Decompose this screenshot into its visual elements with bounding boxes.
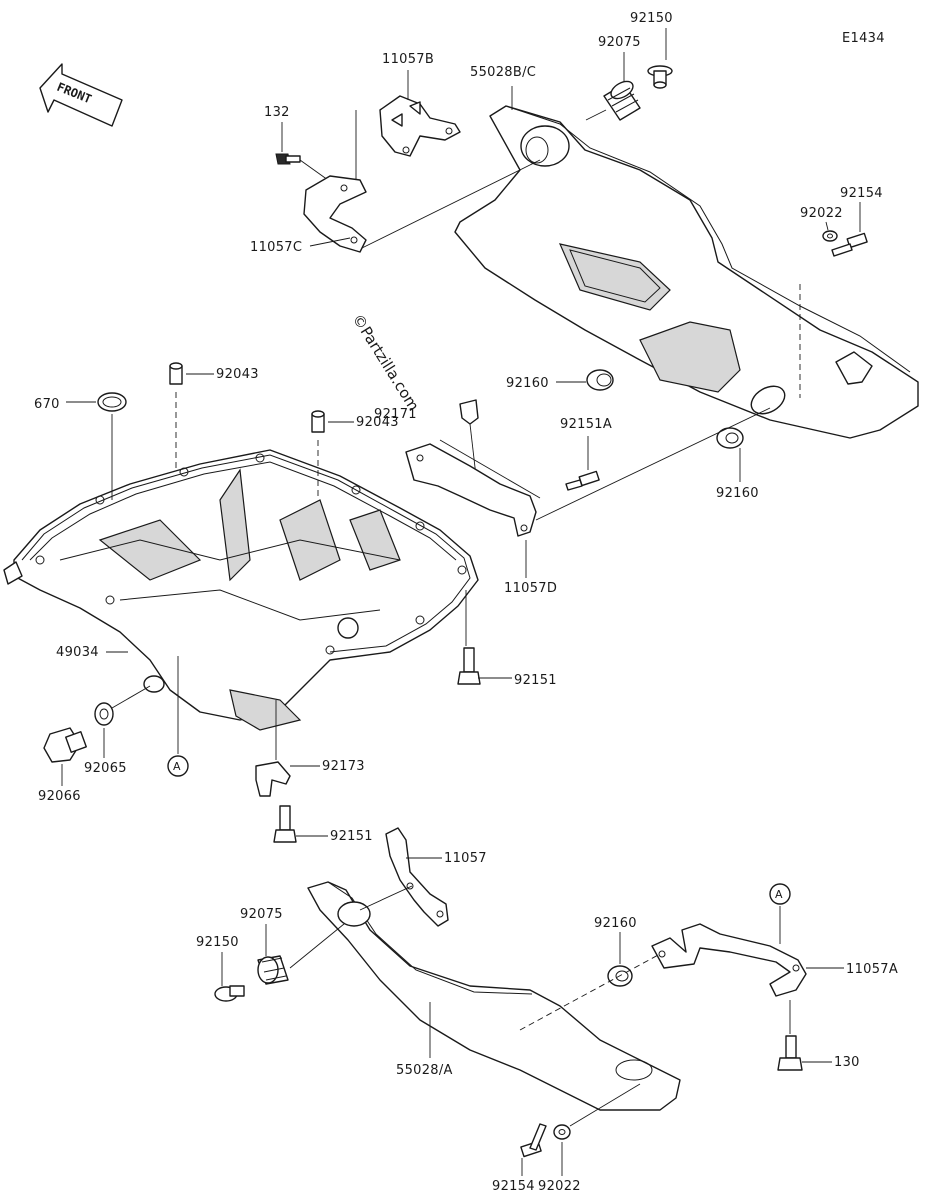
watermark: ©Partzilla.com: [349, 311, 423, 415]
label-670: 670: [34, 397, 60, 412]
bracket-11057b[interactable]: [379, 95, 461, 157]
label-92154-top: 92154: [840, 186, 883, 201]
oil-pan-49034[interactable]: [3, 449, 479, 731]
label-92171: 92171: [374, 407, 417, 422]
bolt-92154-top[interactable]: [831, 232, 868, 257]
washer-92022-low[interactable]: [553, 1124, 571, 1140]
grommet-92160-upper[interactable]: [586, 369, 614, 391]
label-55028bc: 55028B/C: [470, 65, 536, 80]
label-92150-low: 92150: [196, 935, 239, 950]
dowel-92043-b[interactable]: [311, 410, 325, 433]
label-92066: 92066: [38, 789, 81, 804]
cover-55028a[interactable]: [307, 881, 681, 1111]
washer-92022-top[interactable]: [822, 230, 838, 242]
dowel-92043-a[interactable]: [169, 362, 183, 385]
label-130: 130: [834, 1055, 860, 1070]
label-92043-b: 92043: [356, 415, 399, 430]
label-92075-low: 92075: [240, 907, 283, 922]
bracket-11057a[interactable]: [651, 923, 807, 997]
label-92151-mid: 92151: [514, 673, 557, 688]
bolt-92150-top[interactable]: [647, 65, 673, 89]
ref-a-upper-text: A: [173, 760, 181, 773]
grommet-92160-cover[interactable]: [746, 381, 789, 420]
grommet-92075-low[interactable]: [257, 955, 289, 985]
label-11057b: 11057B: [382, 52, 434, 67]
clamp-92171[interactable]: [459, 399, 479, 425]
clip-92173[interactable]: [255, 761, 291, 797]
label-92022-top: 92022: [800, 206, 843, 221]
ref-a-upper: A: [167, 755, 189, 777]
grommet-92160-right[interactable]: [716, 427, 744, 449]
bolt-130[interactable]: [777, 1035, 803, 1071]
washer-92065[interactable]: [94, 702, 114, 726]
label-11057: 11057: [444, 851, 487, 866]
bracket-11057c[interactable]: [303, 175, 367, 253]
label-92160-low: 92160: [594, 916, 637, 931]
bolt-92154-low[interactable]: [520, 1123, 547, 1158]
ref-a-lower: A: [769, 883, 791, 905]
label-92151a: 92151A: [560, 417, 612, 432]
label-92160-right: 92160: [716, 486, 759, 501]
label-92151-low: 92151: [330, 829, 373, 844]
bolt-132[interactable]: [275, 153, 301, 165]
label-92043-a: 92043: [216, 367, 259, 382]
bolt-92151-mid[interactable]: [457, 647, 481, 685]
label-132: 132: [264, 105, 290, 120]
label-11057a: 11057A: [846, 962, 898, 977]
label-55028a: 55028/A: [396, 1063, 453, 1078]
drain-plug-92066[interactable]: [43, 727, 87, 763]
cover-55028bc[interactable]: [454, 105, 919, 439]
label-49034: 49034: [56, 645, 99, 660]
label-92075-top: 92075: [598, 35, 641, 50]
label-92173: 92173: [322, 759, 365, 774]
label-92150-top: 92150: [630, 11, 673, 26]
bolt-92150-low[interactable]: [214, 985, 245, 1002]
label-92022-low: 92022: [538, 1179, 581, 1194]
grommet-92075-top[interactable]: [603, 78, 641, 121]
bolt-92151a[interactable]: [565, 470, 600, 491]
label-92065: 92065: [84, 761, 127, 776]
ref-a-lower-text: A: [775, 888, 783, 901]
bolt-92151-low[interactable]: [273, 805, 297, 843]
label-11057d: 11057D: [504, 581, 557, 596]
bracket-11057d[interactable]: [405, 443, 537, 537]
diagram-id: E1434: [842, 31, 885, 46]
label-92160-upper: 92160: [506, 376, 549, 391]
front-arrow-icon: FRONT: [39, 63, 123, 127]
bracket-11057[interactable]: [385, 827, 449, 927]
label-11057c: 11057C: [250, 240, 302, 255]
label-92154-low: 92154: [492, 1179, 535, 1194]
o-ring-670[interactable]: [97, 392, 127, 412]
